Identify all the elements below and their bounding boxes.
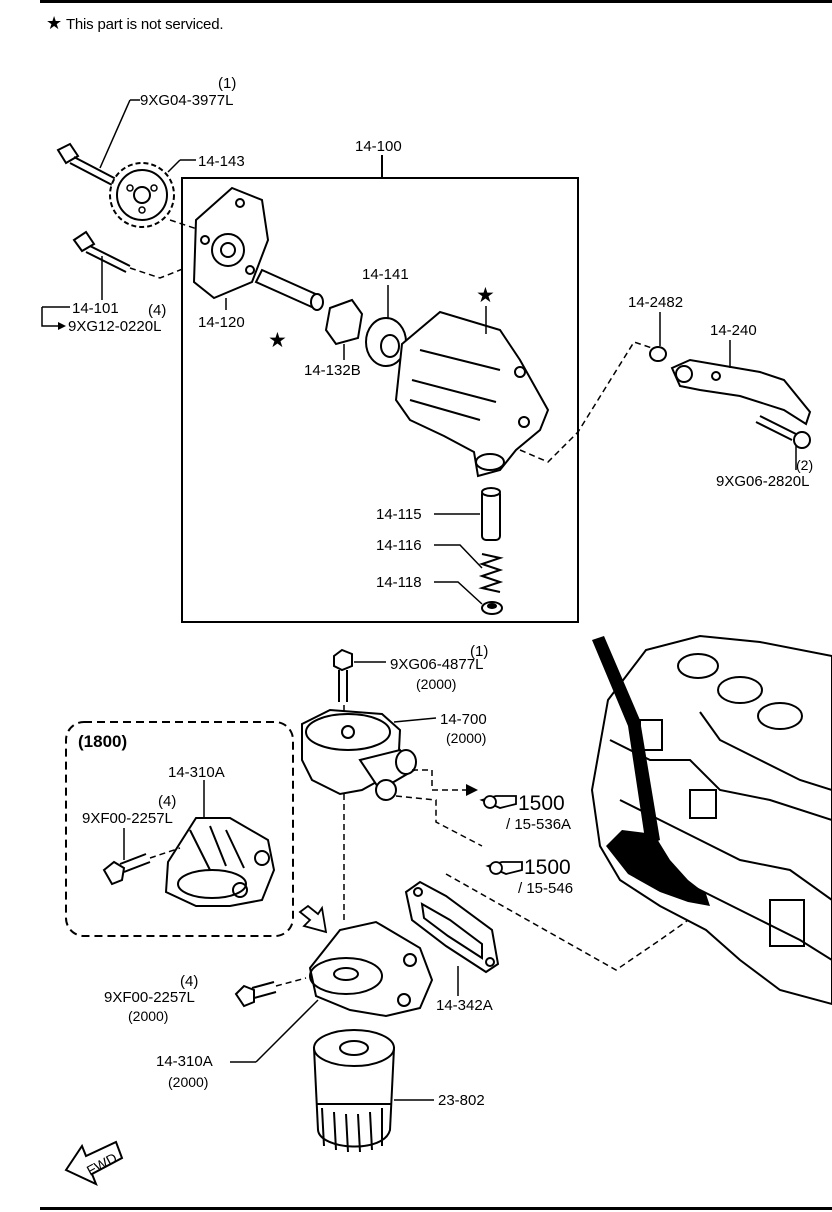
label-bolt-2000-note: (2000) (128, 1008, 168, 1024)
pump-body (394, 310, 550, 478)
pointer-hand-icon-a (479, 795, 517, 809)
label-bolt-mid-qty: (4) (148, 302, 166, 319)
label-filter-body-2000-note: (2000) (168, 1074, 208, 1090)
label-bolt-2000-pn: 9XF00-2257L (104, 989, 195, 1006)
label-bolt-mid: 14-101 (72, 300, 119, 317)
label-plunger: 14-115 (376, 506, 422, 523)
pump-assembly-box (181, 177, 579, 623)
not-serviced-note: ★This part is not serviced. (46, 13, 224, 34)
label-sprocket: 14-143 (198, 153, 245, 170)
pointer-hand-icon-b (485, 861, 523, 875)
label-pump-cover: 14-120 (198, 314, 245, 331)
label-pump-assembly: 14-100 (355, 138, 402, 155)
label-cooler-bolt-note: (2000) (416, 676, 456, 692)
outer-rotor (365, 317, 407, 367)
engine-mount-face (606, 830, 710, 906)
plug (481, 601, 503, 615)
filter-body-1800 (164, 817, 276, 907)
label-cooler-bolt-qty: (1) (470, 643, 488, 660)
bolt-1800 (102, 853, 151, 886)
label-filter-body-2000: 14-310A (156, 1053, 213, 1070)
plunger (481, 487, 501, 541)
label-oil-cooler: 14-700 (440, 711, 487, 728)
label-guide-bolt-pn: 9XG06-2820L (716, 473, 809, 490)
bolt-mid (72, 230, 131, 273)
star-icon: ★ (46, 13, 62, 33)
star-mark-shaft: ★ (268, 329, 287, 352)
top-border (40, 0, 832, 3)
label-rotor-inner: 14-132B (304, 362, 361, 379)
oil-filter (312, 1029, 396, 1153)
label-cooler-bolt-pn: 9XG06-4877L (390, 656, 483, 673)
oring (649, 346, 667, 362)
label-oil-cooler-note: (2000) (446, 730, 486, 746)
spring (478, 553, 504, 593)
bottom-border (40, 1207, 832, 1210)
pump-shaft (254, 268, 324, 311)
label-oil-filter: 23-802 (438, 1092, 485, 1109)
cooler-bolt (333, 648, 353, 702)
label-ref-b-sub: / 15-546 (518, 880, 573, 897)
engine-block (590, 634, 832, 1006)
label-bolt-top-pn: 9XG04-3977L (140, 92, 233, 109)
label-ref-b-num: 1500 (524, 856, 571, 879)
label-ref-a-num: 1500 (518, 792, 565, 815)
dipstick-tube (592, 636, 660, 846)
note-text: This part is not serviced. (65, 16, 224, 33)
label-filter-body-1800: 14-310A (168, 764, 225, 781)
label-bolt-top-qty: (1) (218, 75, 236, 92)
sprocket (109, 162, 175, 228)
star-mark-body: ★ (476, 284, 495, 307)
guide-bolt (755, 415, 811, 449)
inner-rotor (324, 298, 364, 346)
direction-arrow-icon (298, 904, 328, 934)
label-ref-a-sub: / 15-536A (506, 816, 571, 833)
filter-body-2000 (308, 920, 434, 1018)
label-oring: 14-2482 (628, 294, 683, 311)
label-bolt-1800-qty: (4) (158, 793, 176, 810)
label-rotor-outer: 14-141 (362, 266, 409, 283)
gasket (404, 880, 500, 974)
variant-1800-box (65, 721, 294, 937)
label-bolt-1800-pn: 9XF00-2257L (82, 810, 173, 827)
pump-cover (192, 186, 270, 300)
bolt-top (56, 142, 119, 187)
label-spring: 14-116 (376, 537, 422, 554)
label-gasket: 14-342A (436, 997, 493, 1014)
label-variant-1800: (1800) (78, 732, 127, 751)
fwd-arrow-icon (64, 1140, 124, 1186)
bolt-2000 (234, 981, 277, 1008)
label-bolt-mid-pn: 9XG12-0220L (68, 318, 161, 335)
label-guide-bolt-qty: (2) (796, 457, 813, 473)
label-chain-guide: 14-240 (710, 322, 757, 339)
label-bolt-2000-qty: (4) (180, 973, 198, 990)
chain-guide (670, 358, 812, 426)
label-plug: 14-118 (376, 574, 422, 591)
oil-cooler (301, 708, 417, 801)
